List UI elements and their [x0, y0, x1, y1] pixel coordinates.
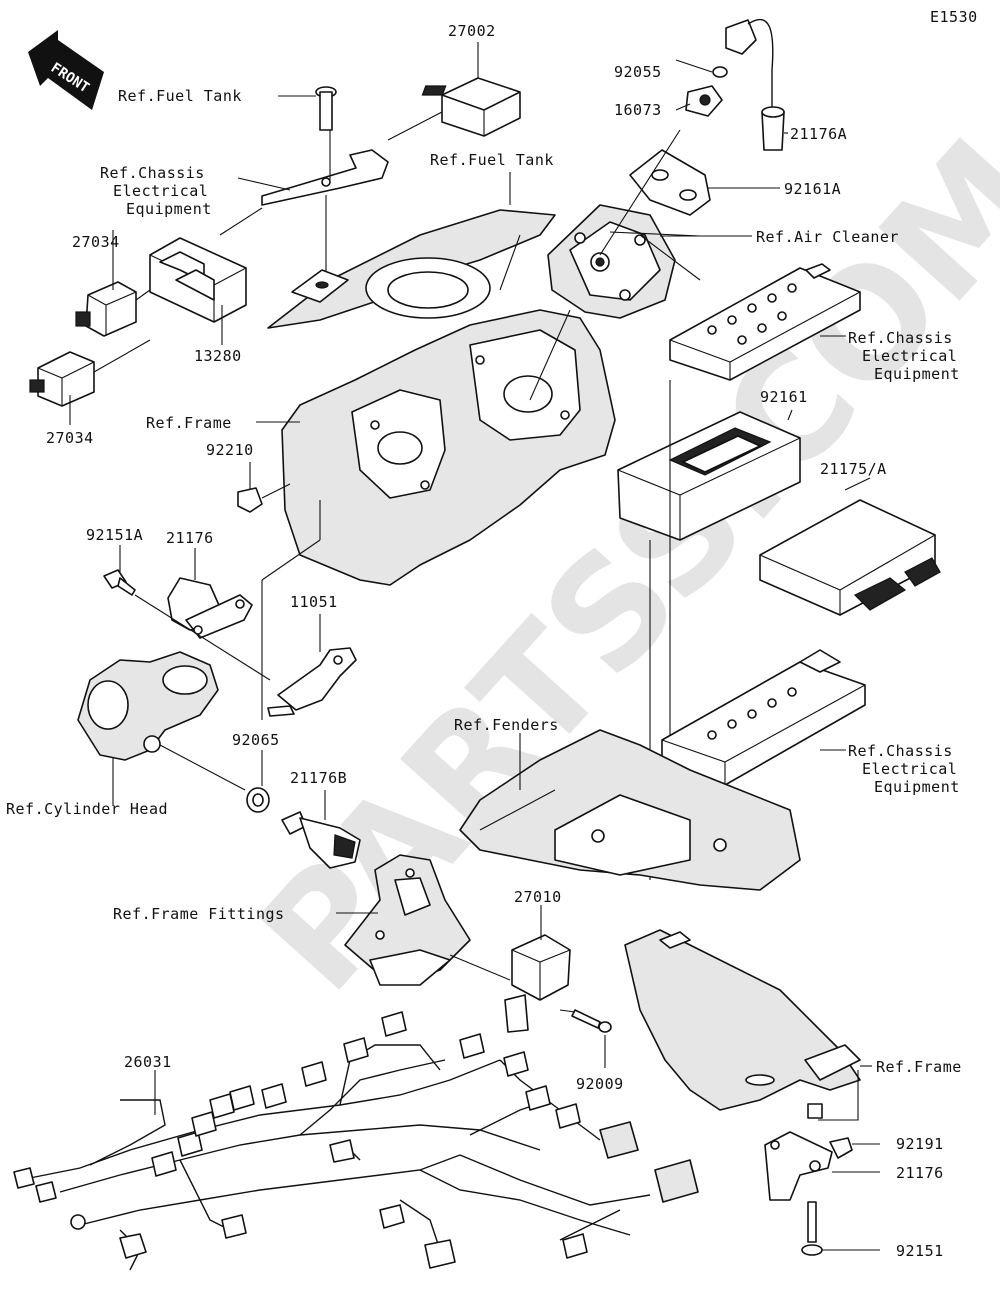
label-92161A: 92161A — [784, 180, 841, 198]
label-ref-chassis-2c: Equipment — [874, 365, 960, 383]
label-ref-chassis-1b: Electrical — [113, 182, 208, 200]
o-ring-92055 — [712, 66, 728, 78]
relay-27002 — [421, 77, 521, 137]
label-ref-chassis-2a: Ref.Chassis — [848, 329, 953, 347]
part-labels: 27002 Ref.Fuel Tank Ref.Chassis Electric… — [6, 22, 962, 1260]
ecu-21175A — [759, 499, 941, 616]
chassis-tray-lower — [661, 649, 866, 786]
label-27010: 27010 — [514, 888, 562, 906]
label-92210: 92210 — [206, 441, 254, 459]
frame-fittings — [344, 854, 471, 986]
bolt — [315, 86, 337, 131]
label-ref-cylinder-head: Ref.Cylinder Head — [6, 800, 168, 818]
bracket-11051 — [267, 647, 357, 717]
label-ref-fuel-tank-2: Ref.Fuel Tank — [430, 151, 554, 169]
bolt-92151A — [103, 569, 136, 596]
frame-lower — [624, 929, 861, 1111]
relay-27034-upper — [75, 281, 137, 337]
label-ref-frame-1: Ref.Frame — [146, 414, 232, 432]
label-ref-fuel-tank: Ref.Fuel Tank — [118, 87, 242, 105]
label-21176A: 21176A — [790, 125, 847, 143]
relay-27034-lower — [29, 351, 95, 407]
spacer-bolt — [807, 1103, 823, 1119]
label-11051: 11051 — [290, 593, 338, 611]
label-ref-chassis-1a: Ref.Chassis — [100, 164, 205, 182]
label-92055: 92055 — [614, 63, 662, 81]
bolt-92009 — [571, 1009, 612, 1033]
cap-nut-92210 — [237, 487, 263, 513]
bracket-92161A — [629, 149, 711, 216]
bolt-92151 — [801, 1201, 823, 1256]
label-26031: 26031 — [124, 1053, 172, 1071]
label-92151: 92151 — [896, 1242, 944, 1260]
sensor-21176-lower — [764, 1131, 833, 1201]
frame-upper — [281, 309, 616, 586]
label-21176: 21176 — [166, 529, 214, 547]
label-ref-frame-2: Ref.Frame — [876, 1058, 962, 1076]
label-92009: 92009 — [576, 1075, 624, 1093]
air-cleaner-base — [547, 204, 676, 319]
label-ref-chassis-3c: Equipment — [874, 778, 960, 796]
fitting-16073 — [685, 85, 723, 117]
label-92161: 92161 — [760, 388, 808, 406]
relay-27010 — [504, 934, 571, 1033]
label-ref-chassis-3a: Ref.Chassis — [848, 742, 953, 760]
chassis-bracket — [261, 149, 389, 206]
label-ref-frame-fittings: Ref.Frame Fittings — [113, 905, 285, 923]
label-27034-upper: 27034 — [72, 233, 120, 251]
label-ref-air-cleaner: Ref.Air Cleaner — [756, 228, 899, 246]
label-27034-lower: 27034 — [46, 429, 94, 447]
chassis-tray-upper — [669, 263, 861, 381]
label-21176-lower: 21176 — [896, 1164, 944, 1182]
front-arrow-icon: FRONT — [28, 30, 104, 110]
label-92065: 92065 — [232, 731, 280, 749]
label-92191: 92191 — [896, 1135, 944, 1153]
label-92151A: 92151A — [86, 526, 143, 544]
relay-box-13280 — [149, 237, 247, 323]
hose-92191 — [829, 1137, 853, 1159]
harness-connectors — [13, 1011, 699, 1269]
label-ref-chassis-3b: Electrical — [862, 760, 957, 778]
label-ref-fenders: Ref.Fenders — [454, 716, 559, 734]
sensor-21176A — [725, 18, 785, 151]
fuel-tank-underside — [267, 209, 556, 329]
label-ref-chassis-1c: Equipment — [126, 200, 212, 218]
label-16073: 16073 — [614, 101, 662, 119]
label-ref-chassis-2b: Electrical — [862, 347, 957, 365]
rear-fender — [459, 729, 801, 891]
label-27002: 27002 — [448, 22, 496, 40]
label-21176B: 21176B — [290, 769, 347, 787]
sensor-21176B — [281, 811, 361, 869]
label-13280: 13280 — [194, 347, 242, 365]
cylinder-head — [77, 651, 219, 761]
wire-harness-26031 — [29, 1044, 651, 1271]
label-21175A: 21175/A — [820, 460, 887, 478]
diagram-code: E1530 — [930, 8, 978, 26]
sensor-21176 — [167, 577, 253, 639]
ecu-holder-92161 — [617, 411, 801, 541]
